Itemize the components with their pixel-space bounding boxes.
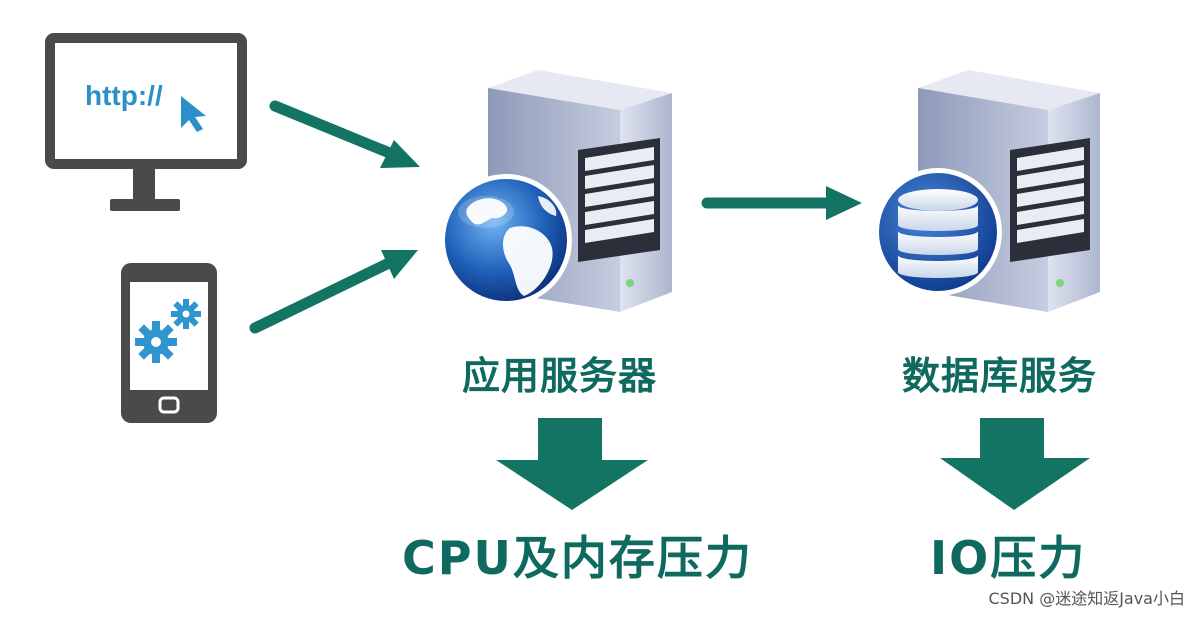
db-server-label: 数据库服务 xyxy=(902,354,1098,398)
globe-icon xyxy=(440,174,572,306)
arrow-mobile-to-app-server xyxy=(249,250,418,334)
app-server-label: 应用服务器 xyxy=(462,354,658,398)
cpu-memory-pressure-label: CPU及内存压力 xyxy=(402,531,753,585)
watermark: CSDN @迷途知返Java小白 xyxy=(988,589,1185,608)
app-pressure-arrow xyxy=(496,418,648,510)
db-pressure-arrow xyxy=(940,418,1090,510)
database-icon xyxy=(874,168,1002,296)
io-pressure-label: IO压力 xyxy=(930,531,1087,585)
desktop-monitor-icon xyxy=(45,33,247,211)
arrow-pc-to-app-server xyxy=(269,100,420,168)
url-text: http:// xyxy=(85,80,163,111)
arrow-app-to-db-server xyxy=(701,186,862,220)
cursor-icon xyxy=(181,96,206,132)
gears-icon xyxy=(135,299,201,363)
